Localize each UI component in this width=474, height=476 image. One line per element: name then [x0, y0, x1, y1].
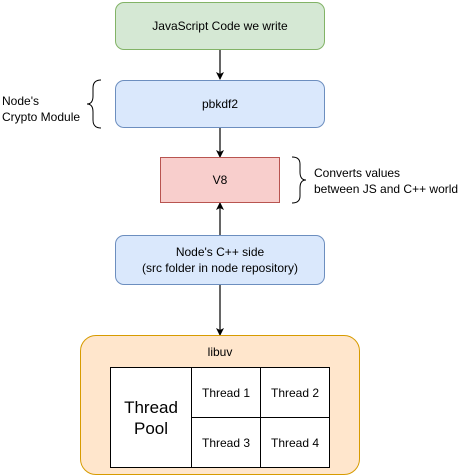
cpp-side-label-line2: (src folder in node repository) — [141, 261, 299, 275]
v8-box: V8 — [160, 157, 280, 203]
thread-pool-title-line1: Thread — [124, 397, 178, 417]
thread-2-label: Thread 2 — [270, 385, 320, 400]
thread-pool-grid: Thread Pool Thread 1 Thread 2 Thread 3 T… — [110, 367, 330, 468]
thread-pool-title: Thread Pool — [111, 368, 191, 467]
thread-cell-2: Thread 2 — [261, 368, 329, 417]
crypto-module-annotation: Node's Crypto Module — [2, 93, 86, 125]
crypto-module-line2: Crypto Module — [2, 110, 81, 124]
converts-values-line2: between JS and C++ world — [314, 182, 459, 196]
thread-cell-4: Thread 4 — [261, 418, 329, 467]
crypto-module-line1: Node's — [2, 94, 39, 108]
converts-values-line1: Converts values — [314, 166, 401, 180]
thread-pool-title-line2: Pool — [133, 418, 169, 438]
v8-label: V8 — [212, 173, 228, 187]
brace-left-icon — [86, 79, 102, 129]
js-code-label: JavaScript Code we write — [152, 19, 288, 33]
thread-3-label: Thread 3 — [201, 435, 251, 450]
pbkdf2-label: pbkdf2 — [201, 97, 239, 111]
brace-right-icon — [291, 156, 307, 204]
cpp-side-box: Node's C++ side (src folder in node repo… — [115, 235, 325, 285]
thread-4-label: Thread 4 — [270, 435, 320, 450]
libuv-label: libuv — [207, 345, 233, 359]
converts-values-annotation: Converts values between JS and C++ world — [314, 165, 472, 197]
cpp-side-label-line1: Node's C++ side — [175, 245, 265, 259]
grid-divider-horizontal — [191, 417, 329, 418]
js-code-box: JavaScript Code we write — [115, 2, 325, 50]
thread-cell-3: Thread 3 — [192, 418, 260, 467]
thread-cell-1: Thread 1 — [192, 368, 260, 417]
thread-1-label: Thread 1 — [201, 385, 251, 400]
pbkdf2-box: pbkdf2 — [115, 80, 325, 128]
